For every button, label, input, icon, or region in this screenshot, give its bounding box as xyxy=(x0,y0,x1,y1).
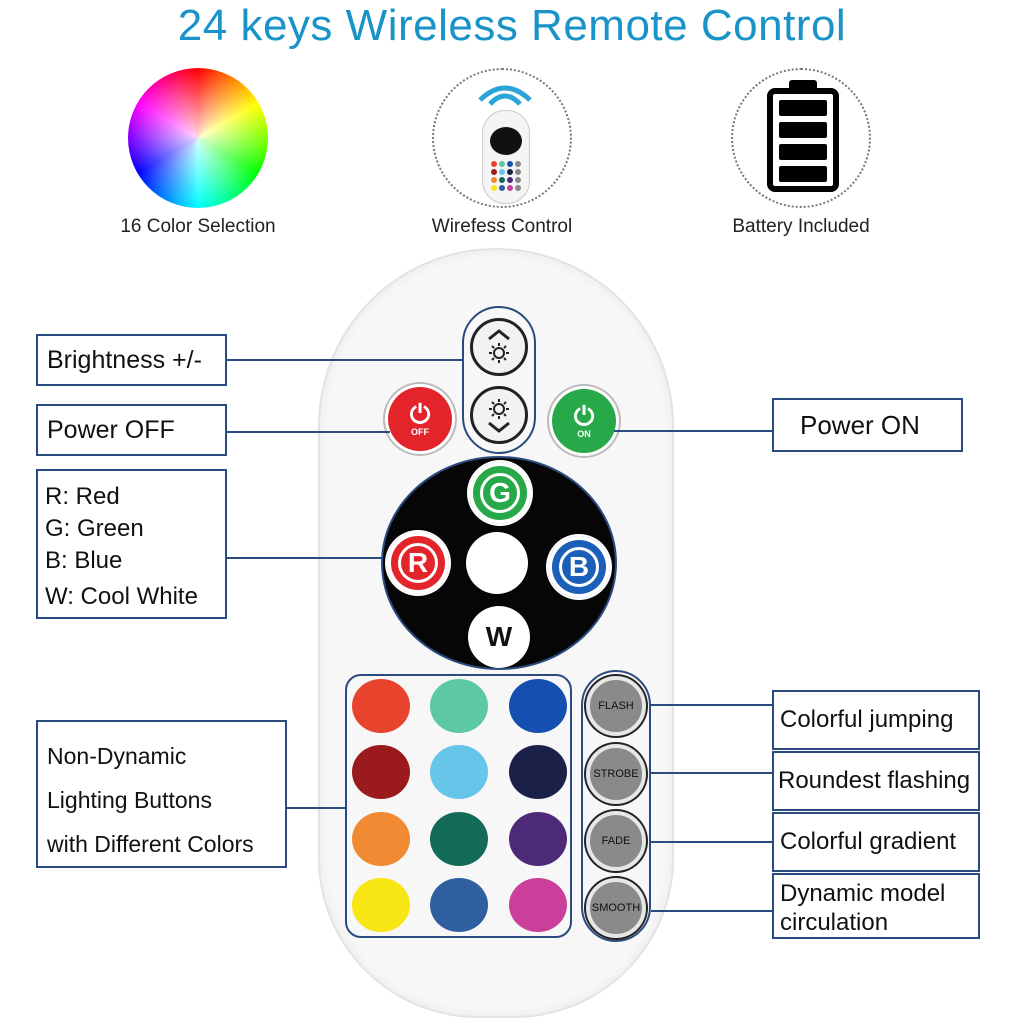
static-color-button-group xyxy=(345,674,572,938)
power-on-label: Power ON xyxy=(772,398,963,452)
non-dynamic-line-2: Lighting Buttons xyxy=(47,787,212,813)
center-white-button[interactable] xyxy=(466,532,528,594)
smooth-key-label: SMOOTH xyxy=(591,902,641,914)
mode-button-group xyxy=(581,670,651,942)
power-off-connector xyxy=(227,431,390,433)
page-title: 24 keys Wireless Remote Control xyxy=(177,1,847,50)
strobe-key-label: STROBE xyxy=(593,768,639,780)
brightness-connector xyxy=(227,359,463,361)
non-dynamic-label: Non-Dynamic Lighting Buttons with Differ… xyxy=(36,720,287,868)
power-on-connector xyxy=(614,430,772,432)
green-button[interactable]: G xyxy=(469,462,531,524)
power-on-key-label: ON xyxy=(577,429,591,439)
color-swatch-button[interactable] xyxy=(430,812,488,866)
rgbw-label: R: Red G: Green B: Blue W: Cool White xyxy=(36,469,227,619)
color-swatch-button[interactable] xyxy=(430,878,488,932)
strobe-label: Roundest flashing xyxy=(772,751,980,811)
strobe-button[interactable]: STROBE xyxy=(586,744,646,804)
red-key-label: R xyxy=(398,543,438,583)
brightness-up-icon xyxy=(488,329,510,363)
white-key-label: W xyxy=(485,621,513,652)
feature-color-selection: 16 Color Selection xyxy=(78,68,318,238)
fade-label: Colorful gradient xyxy=(772,812,980,872)
flash-button[interactable]: FLASH xyxy=(586,676,646,736)
rgbw-line-red: R: Red xyxy=(45,483,120,510)
signal-waves-icon xyxy=(478,85,532,106)
green-key-label: G xyxy=(480,473,520,513)
smooth-label: Dynamic model circulation xyxy=(772,873,980,939)
rgbw-line-blue: B: Blue xyxy=(45,547,123,574)
non-dynamic-line-3: with Different Colors xyxy=(47,831,254,857)
fade-button[interactable]: FADE xyxy=(586,811,646,871)
brightness-up-button[interactable] xyxy=(470,318,528,376)
red-button[interactable]: R xyxy=(387,532,449,594)
color-swatch-button[interactable] xyxy=(509,679,567,733)
battery-icon xyxy=(731,68,871,208)
brightness-down-button[interactable] xyxy=(470,386,528,444)
non-dynamic-line-1: Non-Dynamic xyxy=(47,743,187,769)
color-swatch-button[interactable] xyxy=(352,812,410,866)
strobe-connector xyxy=(651,772,772,774)
color-swatch-button[interactable] xyxy=(430,745,488,799)
power-icon: ⏻ xyxy=(573,401,595,431)
rgbw-line-white: W: Cool White xyxy=(45,583,198,610)
color-swatch-button[interactable] xyxy=(509,878,567,932)
flash-key-label: FLASH xyxy=(598,700,634,712)
mini-remote-icon xyxy=(482,110,530,204)
color-swatch-button[interactable] xyxy=(509,812,567,866)
feature-caption: Wirefess Control xyxy=(431,216,573,237)
flash-label: Colorful jumping xyxy=(772,690,980,750)
power-on-button[interactable]: ⏻ ON xyxy=(552,389,616,453)
color-swatch-button[interactable] xyxy=(352,878,410,932)
flash-connector xyxy=(651,704,772,706)
remote-signal-icon xyxy=(432,68,572,208)
color-swatch-button[interactable] xyxy=(430,679,488,733)
brightness-button-group xyxy=(462,306,536,454)
feature-battery: Battery Included xyxy=(681,68,921,238)
power-off-label: Power OFF xyxy=(36,404,227,456)
fade-connector xyxy=(651,841,772,843)
color-swatch-button[interactable] xyxy=(352,679,410,733)
smooth-line-2: circulation xyxy=(780,909,889,936)
brightness-label: Brightness +/- xyxy=(36,334,227,386)
non-dynamic-connector xyxy=(287,807,346,809)
smooth-line-1: Dynamic model xyxy=(780,880,946,907)
rgbw-connector xyxy=(227,557,382,559)
smooth-button[interactable]: SMOOTH xyxy=(586,878,646,938)
color-wheel-icon xyxy=(128,68,268,208)
feature-caption: 16 Color Selection xyxy=(120,216,276,237)
white-button[interactable]: W xyxy=(468,606,530,668)
smooth-connector xyxy=(651,910,772,912)
feature-wireless-control: Wirefess Control xyxy=(382,68,622,238)
color-swatch-button[interactable] xyxy=(352,745,410,799)
power-off-button[interactable]: ⏻ OFF xyxy=(388,387,452,451)
rgbw-line-green: G: Green xyxy=(45,515,144,542)
color-swatch-button[interactable] xyxy=(509,745,567,799)
feature-caption: Battery Included xyxy=(732,216,870,237)
blue-key-label: B xyxy=(559,547,599,587)
fade-key-label: FADE xyxy=(601,835,631,847)
blue-button[interactable]: B xyxy=(548,536,610,598)
power-icon: ⏻ xyxy=(409,399,431,429)
brightness-down-icon xyxy=(488,399,510,433)
power-off-key-label: OFF xyxy=(411,427,429,437)
